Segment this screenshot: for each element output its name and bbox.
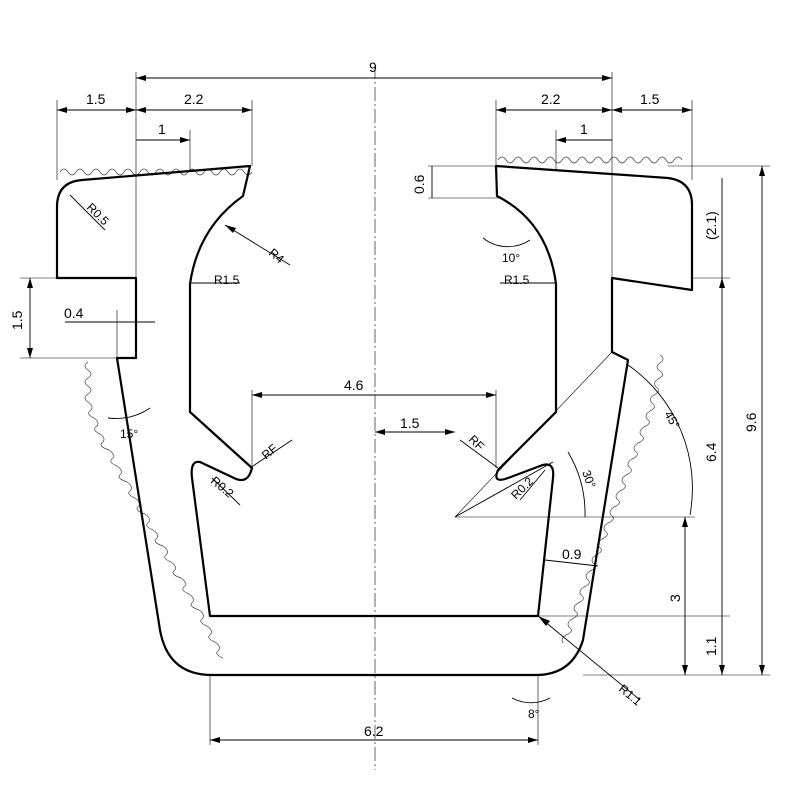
dim-left-step: 1	[158, 121, 166, 137]
dim-base-offset: 3	[667, 594, 683, 602]
extension-lines	[20, 72, 770, 745]
label-r-bottom: R1.1	[616, 682, 645, 709]
label-angle-8: 8°	[528, 707, 540, 721]
label-r-left-corner: R0.5	[84, 200, 112, 228]
label-r-tip-right: R0.2	[508, 474, 536, 502]
dim-bottom-width: 6.2	[364, 723, 384, 739]
dim-total-height: 9.6	[743, 412, 759, 432]
labels: 9 1.5 2.2 2.2 1.5 1 1 1.5 0.4 4.6 1.5 0.…	[9, 59, 759, 739]
label-angle-30: 30°	[579, 468, 598, 490]
label-rf-left: RF	[259, 441, 280, 462]
dim-top-right-width: 1.5	[640, 91, 660, 107]
break-lines	[59, 156, 683, 659]
dim-right-step: 1	[580, 121, 588, 137]
dim-center-offset: 1.5	[400, 415, 420, 431]
label-r-left-neck: R1.5	[214, 273, 240, 287]
dim-overall-width: 9	[369, 59, 377, 75]
dim-left-notch: 0.4	[64, 305, 84, 321]
label-rf-right: RF	[466, 432, 487, 453]
dim-left-height: 1.5	[9, 310, 25, 330]
label-angle-10: 10°	[502, 251, 520, 265]
label-r-right-neck: R1.5	[504, 273, 530, 287]
dim-lip-gap: 4.6	[344, 377, 364, 393]
dim-top-left-width: 1.5	[86, 91, 106, 107]
dimension-lines	[29, 77, 763, 741]
dim-top-chamfer: 0.6	[411, 174, 427, 194]
dim-right-flange-height: (2.1)	[703, 211, 719, 240]
dim-wall-thickness: 0.9	[562, 546, 582, 562]
profile-outline	[55, 164, 694, 677]
dim-left-lip: 2.2	[184, 91, 204, 107]
dim-right-lip: 2.2	[541, 91, 561, 107]
label-angle-15: 15°	[120, 427, 138, 441]
dim-base-thickness: 1.1	[703, 636, 719, 656]
arrowheads	[27, 75, 765, 743]
dim-inner-height: 6.4	[703, 442, 719, 462]
label-r-large: R4	[266, 246, 287, 267]
